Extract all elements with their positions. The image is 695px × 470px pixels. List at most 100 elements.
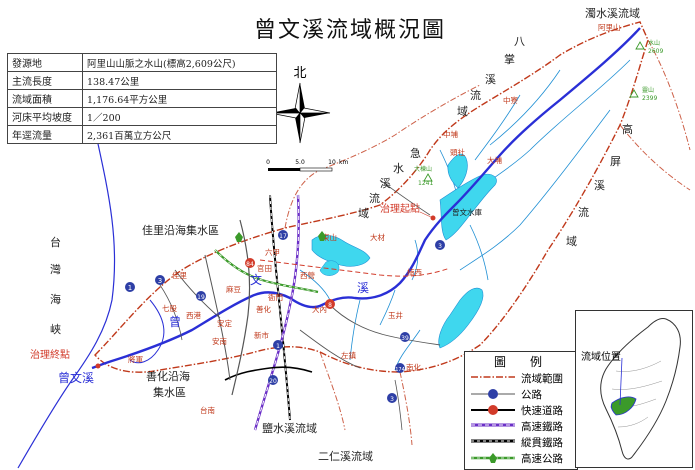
legend-label: 高速公路 xyxy=(521,453,563,465)
town-jiali: 佳里 xyxy=(172,270,187,280)
scale-bar: 0 5.0 10 km xyxy=(266,159,348,172)
label-yanshui: 鹽水溪流域 xyxy=(262,421,317,435)
road-marker-4: 17 xyxy=(279,233,287,240)
info-value: 1／200 xyxy=(82,107,277,126)
neighbour-boundary-east xyxy=(619,39,691,191)
town-yamen: 衙門 xyxy=(268,292,283,302)
nanhua-reservoir xyxy=(438,287,484,349)
info-row: 發源地 阿里山山脈之水山(標高2,609公尺) xyxy=(7,53,277,72)
label-jiali: 佳里沿海集水區 xyxy=(142,223,219,237)
inset-basin xyxy=(610,396,637,416)
legend-item-freeway: 高速公路 xyxy=(465,450,577,466)
label-bazhang-3: 溪 xyxy=(485,73,496,86)
label-bazhang-5: 域 xyxy=(457,105,468,118)
town-liujia: 六甲 xyxy=(265,247,280,257)
label-shanhua-1: 善化沿海 xyxy=(146,369,190,383)
reservoir-arm xyxy=(447,153,468,189)
map-title: 曾文溪流域概況圖 xyxy=(253,18,446,43)
town-nanxi: 楠西 xyxy=(407,267,422,277)
town-tainan: 台南 xyxy=(200,405,215,415)
reservoir-arm-2 xyxy=(319,260,340,276)
legend-item-rail: 縱貫鐵路 xyxy=(465,434,577,450)
label-gaoping-5: 域 xyxy=(566,235,577,248)
reach-end-marker xyxy=(95,363,101,369)
peak-taolin: 靈山 xyxy=(642,86,654,94)
legend-express-swatch xyxy=(471,405,515,415)
legend-boundary-swatch xyxy=(471,376,515,378)
legend-item-hsr: 高速鐵路 xyxy=(465,418,577,434)
town-toushe: 頭社 xyxy=(450,147,465,157)
legend-item-boundary: 流域範圍 xyxy=(465,370,577,386)
label-strait-1: 台 xyxy=(50,235,61,249)
label-reach-start: 治理起點 xyxy=(380,202,420,215)
label-jishui-1: 急 xyxy=(410,146,421,160)
scale-tick-0: 0 xyxy=(266,159,270,166)
info-row: 流域面積 1,176.64平方公里 xyxy=(7,89,277,108)
info-label: 年逕流量 xyxy=(7,125,83,144)
info-value: 138.47公里 xyxy=(82,71,277,90)
reservoir-zengwen-label: 曾文水庫 xyxy=(452,207,482,217)
legend-rail-swatch xyxy=(471,439,515,443)
info-value: 1,176.64平方公里 xyxy=(82,89,277,108)
legend-hsr-swatch xyxy=(471,423,515,427)
town-zhongpu: 中埔 xyxy=(443,129,458,139)
town-yujing: 玉井 xyxy=(388,310,403,320)
info-value: 阿里山山脈之水山(標高2,609公尺) xyxy=(82,53,277,72)
scale-tick-1: 5.0 xyxy=(295,159,305,166)
road-marker-1: 1 xyxy=(128,284,132,292)
label-river-wen: 文 xyxy=(250,272,262,287)
town-nanhua: 南化 xyxy=(406,362,421,372)
label-strait-4: 峽 xyxy=(50,323,61,336)
town-shanhua: 善化 xyxy=(256,304,271,314)
basin-boundary xyxy=(94,21,649,373)
info-value: 2,361百萬立方公尺 xyxy=(82,125,277,144)
label-strait-3: 海 xyxy=(50,292,61,306)
town-zuozhen: 左鎮 xyxy=(341,350,356,360)
legend-label: 縱貫鐵路 xyxy=(521,437,563,449)
road-marker-6: 84 xyxy=(246,261,254,268)
road-marker-2: 3 xyxy=(158,277,162,285)
railways xyxy=(224,194,313,431)
road-marker-5: 20 xyxy=(269,378,277,385)
wushantou-reservoir xyxy=(311,234,371,267)
inset-leader xyxy=(619,357,623,406)
legend-title: 圖 例 xyxy=(493,355,548,369)
legend-label: 高速鐵路 xyxy=(521,421,563,433)
taiwan-island xyxy=(600,318,681,460)
peak-shuishan: 水山 xyxy=(648,39,660,47)
town-dapu: 大埔 xyxy=(487,155,502,165)
peak-shuishan-h: 2609 xyxy=(648,48,663,55)
town-xigang: 西港 xyxy=(186,310,201,320)
legend-item-express: 快速道路 xyxy=(465,402,577,418)
town-guantian: 官田 xyxy=(257,263,272,273)
label-zhuoshui: 濁水溪流域 xyxy=(585,6,640,20)
info-row: 年逕流量 2,361百萬立方公尺 xyxy=(7,125,277,144)
town-alishan: 阿里山 xyxy=(598,22,621,32)
highways xyxy=(159,179,451,431)
north-arrow: 北 xyxy=(269,66,331,144)
town-tatsai: 大材 xyxy=(370,232,385,242)
town-annan: 安南 xyxy=(212,336,227,346)
peaks xyxy=(423,41,645,182)
info-label: 主流長度 xyxy=(7,71,83,90)
label-river-xi: 溪 xyxy=(357,281,369,295)
north-label: 北 xyxy=(293,66,306,81)
label-strait-2: 灣 xyxy=(50,263,61,276)
info-row: 主流長度 138.47公里 xyxy=(7,71,277,90)
peak-daluoshan-h: 1241 xyxy=(418,180,433,187)
label-bazhang-2: 掌 xyxy=(504,52,515,66)
label-gaoping-4: 流 xyxy=(578,205,589,219)
neighbour-boundary-north xyxy=(284,84,481,229)
road-marker-9: 3 xyxy=(438,243,442,250)
info-label: 河床平均坡度 xyxy=(7,107,83,126)
location-inset: 流域位置 xyxy=(575,310,693,468)
label-gaoping-2: 屏 xyxy=(610,155,621,168)
town-jiangjun: 將軍 xyxy=(128,354,143,364)
road-marker-8: 39 xyxy=(401,335,409,342)
town-dongshan: 東山 xyxy=(322,232,337,242)
road-marker-3: 19 xyxy=(197,294,205,301)
label-bazhang-1: 八 xyxy=(514,35,525,48)
town-xinshi: 新市 xyxy=(254,330,269,340)
